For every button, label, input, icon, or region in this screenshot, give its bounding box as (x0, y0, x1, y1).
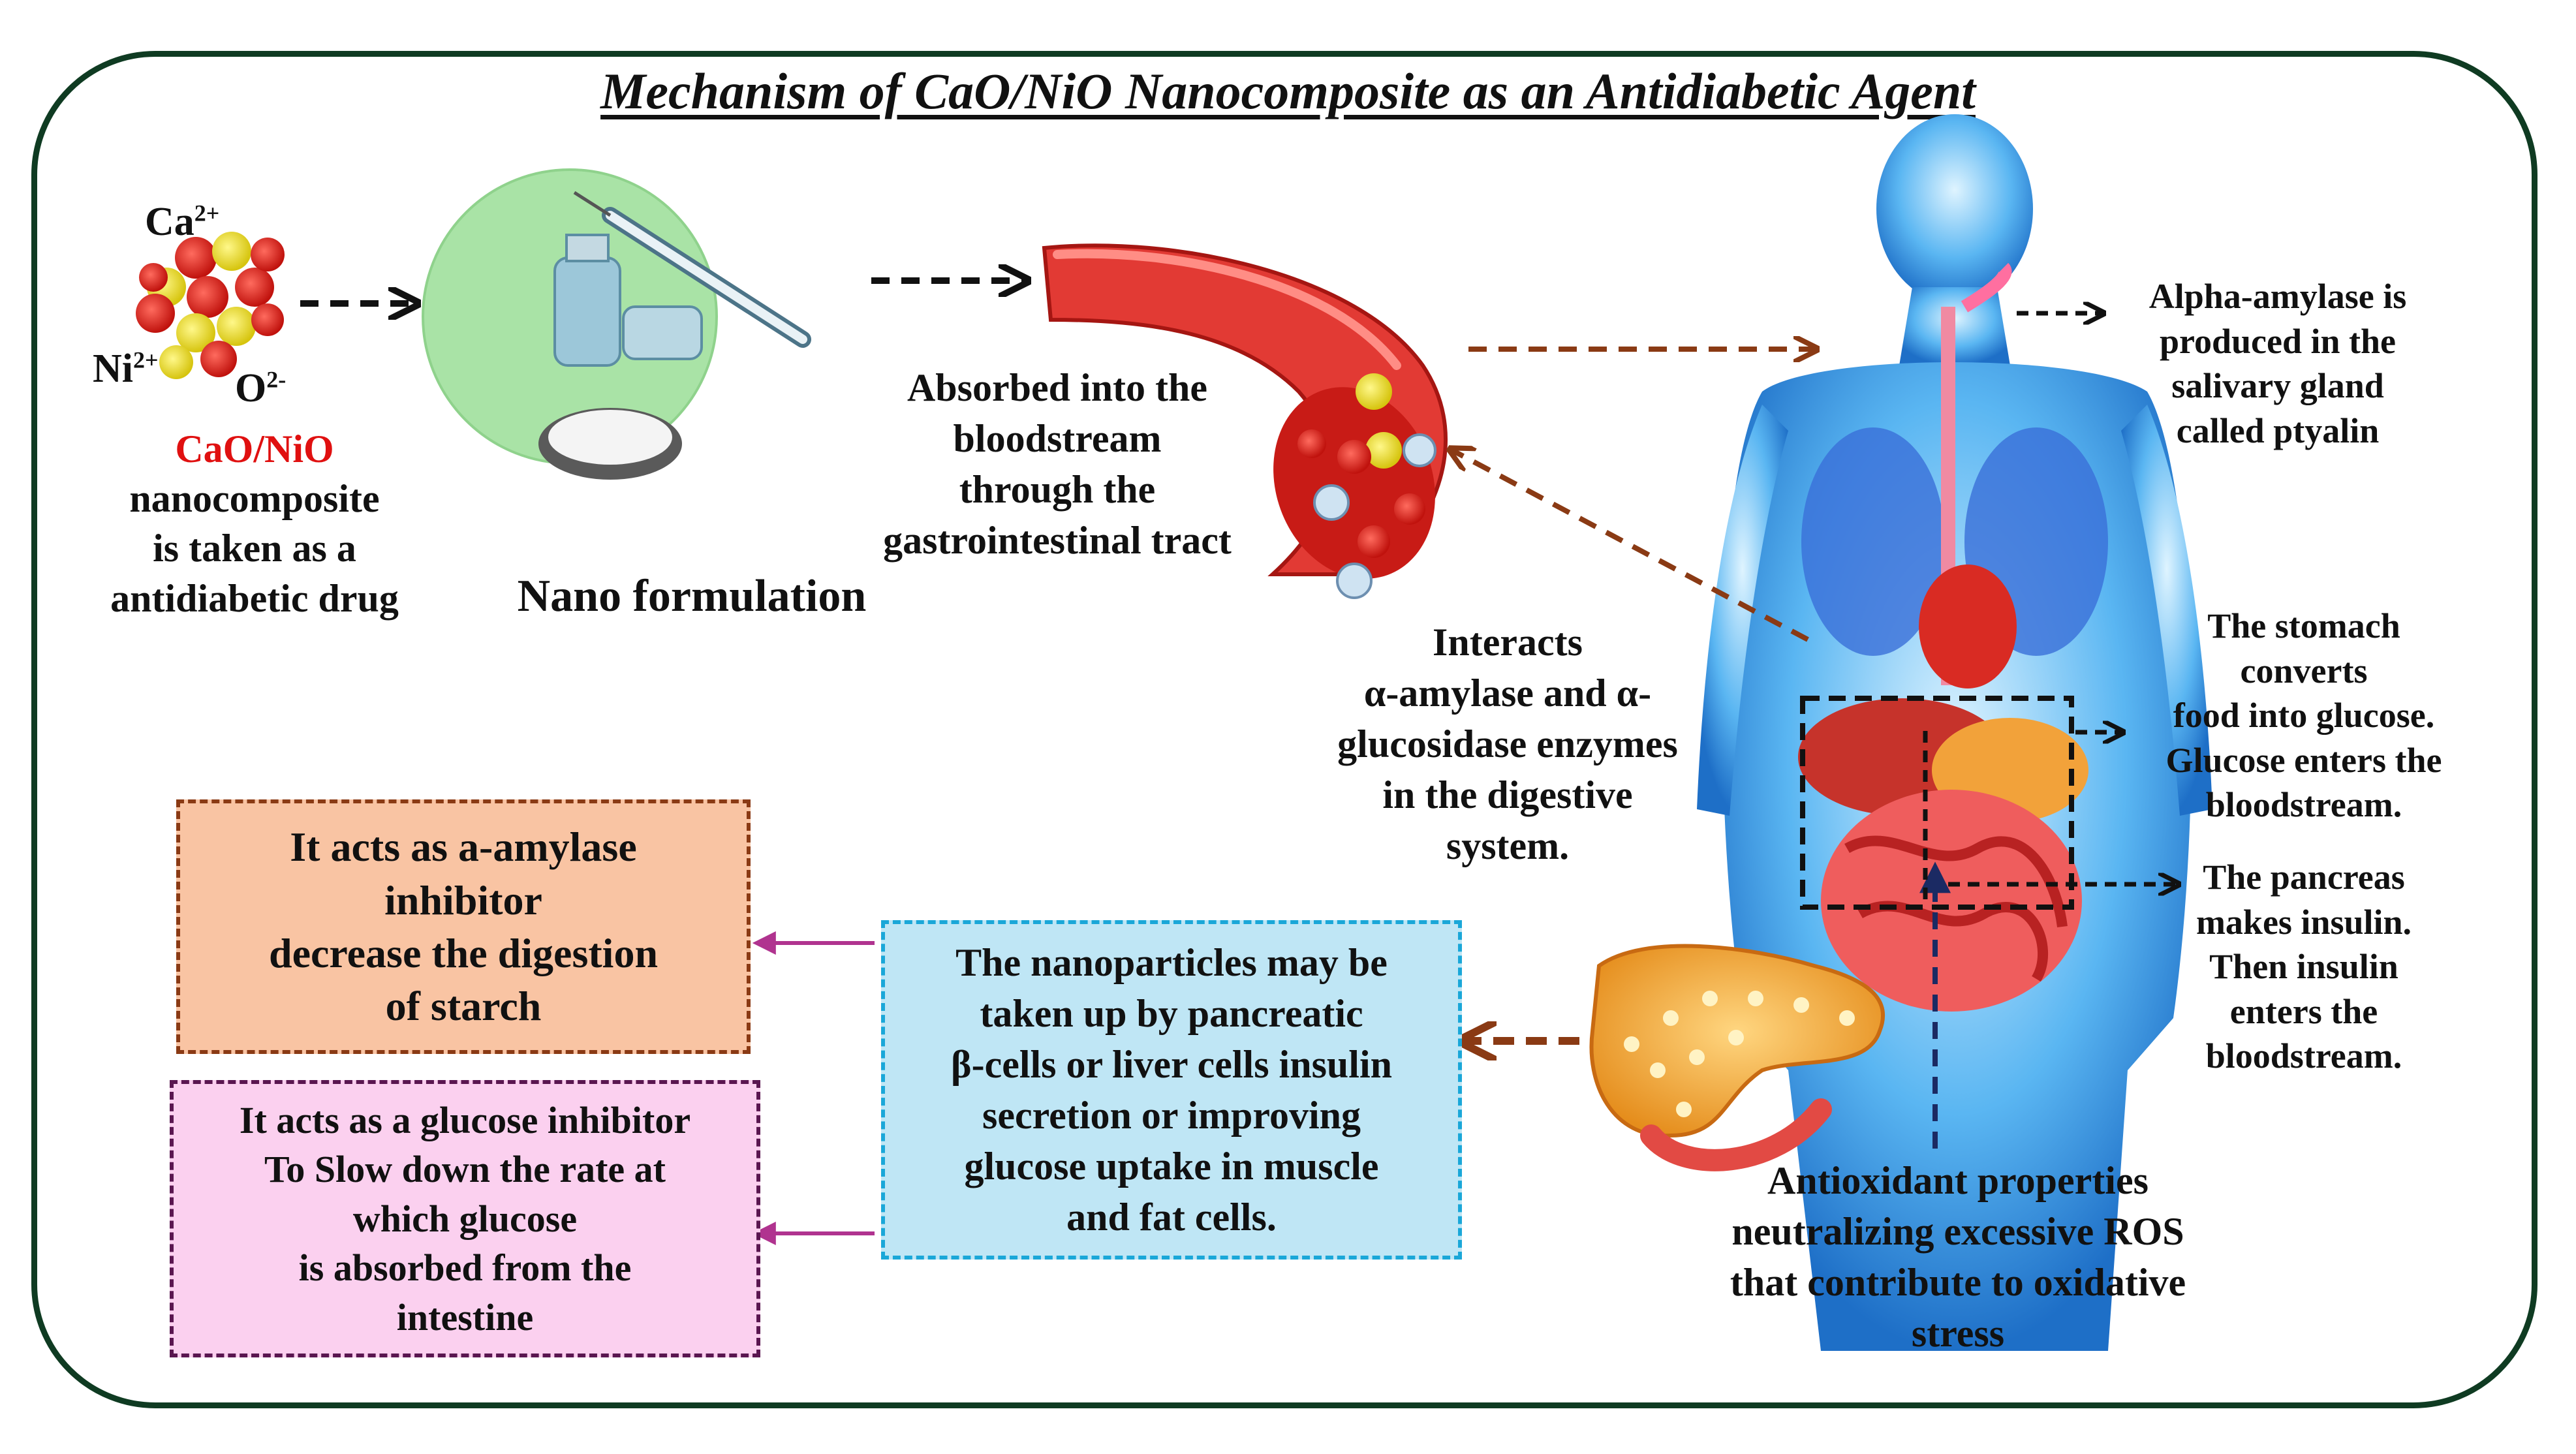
nano-formulation-illustration (422, 168, 811, 480)
arrow-body-to-vessel (1452, 450, 1809, 642)
absorbed-text: Absorbed into the bloodstream through th… (883, 366, 1232, 562)
outer-frame (31, 51, 2537, 1408)
nanoparticle-cluster (136, 232, 285, 379)
interacts-text: Interacts α-amylase and α- glucosidase e… (1337, 621, 1678, 867)
glucose-inhibitor-box: It acts as a glucose inhibitor To Slow d… (170, 1080, 760, 1357)
blood-vessel-illustration (1042, 243, 1448, 599)
antioxidant-text: Antioxidant properties neutralizing exce… (1730, 1159, 2186, 1355)
human-body-illustration (1697, 114, 2212, 1351)
diagram-title: Mechanism of CaO/NiO Nanocomposite as an… (600, 63, 1976, 119)
ion-ca: Ca2+ (145, 200, 220, 244)
ion-o: O2- (235, 366, 287, 410)
drug-name: CaO/NiO (175, 427, 334, 471)
stomach-text: The stomach converts food into glucose. … (2165, 606, 2442, 825)
pancreas-illustration (1589, 944, 1885, 1171)
nanoparticles-box: The nanoparticles may be taken up by pan… (881, 920, 1462, 1260)
alpha-amylase-text: Alpha-amylase is produced in the salivar… (2149, 277, 2407, 450)
ion-ni: Ni2+ (93, 347, 159, 391)
amylase-inhibitor-box: It acts as a-amylase inhibitor decrease … (176, 799, 751, 1054)
pancreas-text: The pancreas makes insulin. Then insulin… (2196, 858, 2412, 1076)
nano-formulation-label: Nano formulation (517, 571, 867, 621)
drug-description: CaO/NiO nanocomposite is taken as a anti… (65, 424, 444, 623)
flow-arrows (300, 281, 2177, 1245)
